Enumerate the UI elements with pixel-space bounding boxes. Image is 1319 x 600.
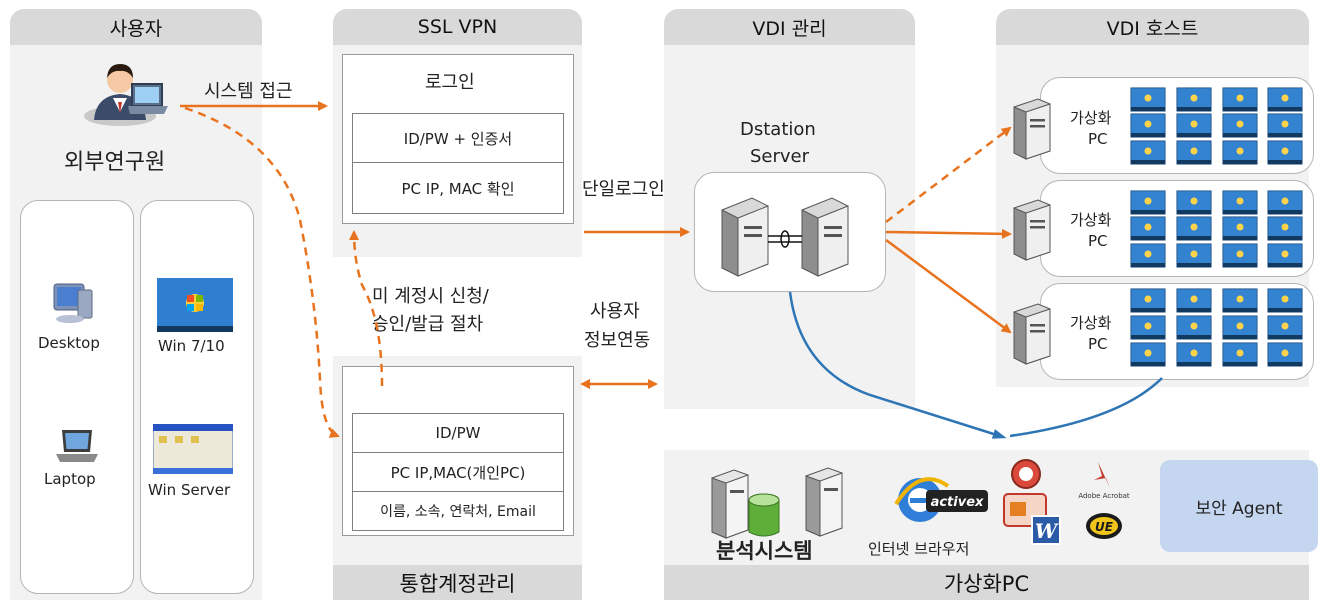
host-3-label-line1: 가상화 [1070,314,1112,332]
ssl-column-title: SSL VPN [417,16,498,38]
analysis-system-icon [711,467,843,539]
security-agent-box: 보안 Agent [1160,460,1318,552]
vdi-mgmt-column-title: VDI 관리 [752,17,827,40]
server-name-line2: Server [750,146,810,167]
dstation-server-box [694,172,886,292]
device-panel [20,200,134,594]
laptop-icon [56,430,98,462]
device-desktop-label: Desktop [38,334,100,352]
os-win7-label: Win 7/10 [158,337,225,355]
host-2-label-line2: PC [1088,232,1108,250]
os-panel [140,200,254,594]
ssl-column-header: SSL VPN [333,9,582,45]
account-footer: 통합계정관리 [333,565,582,600]
win7-screenshot-icon [157,278,233,332]
ie-activex-icon: activex [894,477,988,522]
vdi-host-column-header: VDI 호스트 [996,9,1309,45]
server-name-line1: Dstation [740,119,816,140]
sync-label-line1: 사용자 [590,301,640,322]
office-apps-icon: W Adobe Acrobat UE [1003,459,1130,545]
browser-label: 인터넷 브라우저 [868,540,970,558]
sync-label-line2: 정보연동 [584,330,651,351]
virtual-pc-footer-label: 가상화PC [943,571,1030,596]
security-agent-label: 보안 Agent [1195,498,1283,519]
host-3-label-line2: PC [1088,335,1108,353]
vdi-mgmt-column-header: VDI 관리 [664,9,915,45]
host-2-label-line1: 가상화 [1070,211,1112,229]
activex-text: activex [931,495,984,510]
device-laptop-label: Laptop [44,470,96,488]
user-name: 외부연구원 [64,150,166,175]
ssl-login-row-ip-mac: PC IP, MAC 확인 [352,162,564,214]
ssl-login-title: 로그인 [425,72,475,93]
user-column-title: 사용자 [109,17,163,40]
dstation-server-cluster-icon [721,197,849,277]
virtual-pc-footer: 가상화PC [664,565,1309,600]
word-text: W [1035,519,1060,543]
account-footer-label: 통합계정관리 [399,571,516,596]
account-row-ip-mac: PC IP,MAC(개인PC) [352,452,564,492]
acrobat-text: Adobe Acrobat [1078,492,1130,500]
procedure-label-line1: 미 계정시 신청/ [372,286,489,307]
account-row-idpw: ID/PW [352,413,564,453]
account-row-contact: 이름, 소속, 연락처, Email [352,491,564,531]
procedure-label-line2: 승인/발급 절차 [372,314,484,335]
analysis-system-label: 분석시스템 [716,539,813,563]
ue-text: UE [1095,520,1114,534]
host-1-label-line2: PC [1088,130,1108,148]
sso-label: 단일로그인 [582,179,665,200]
os-win-server-label: Win Server [148,481,231,499]
vdi-host-column-title: VDI 호스트 [1106,17,1199,40]
ssl-login-row-id-cert: ID/PW + 인증서 [352,113,564,163]
system-access-label: 시스템 접근 [204,81,293,102]
win-server-screenshot-icon [153,424,233,474]
host-1-label-line1: 가상화 [1070,109,1112,127]
user-column-header: 사용자 [10,9,262,45]
user-avatar-icon [84,64,168,126]
desktop-icon [53,283,93,323]
